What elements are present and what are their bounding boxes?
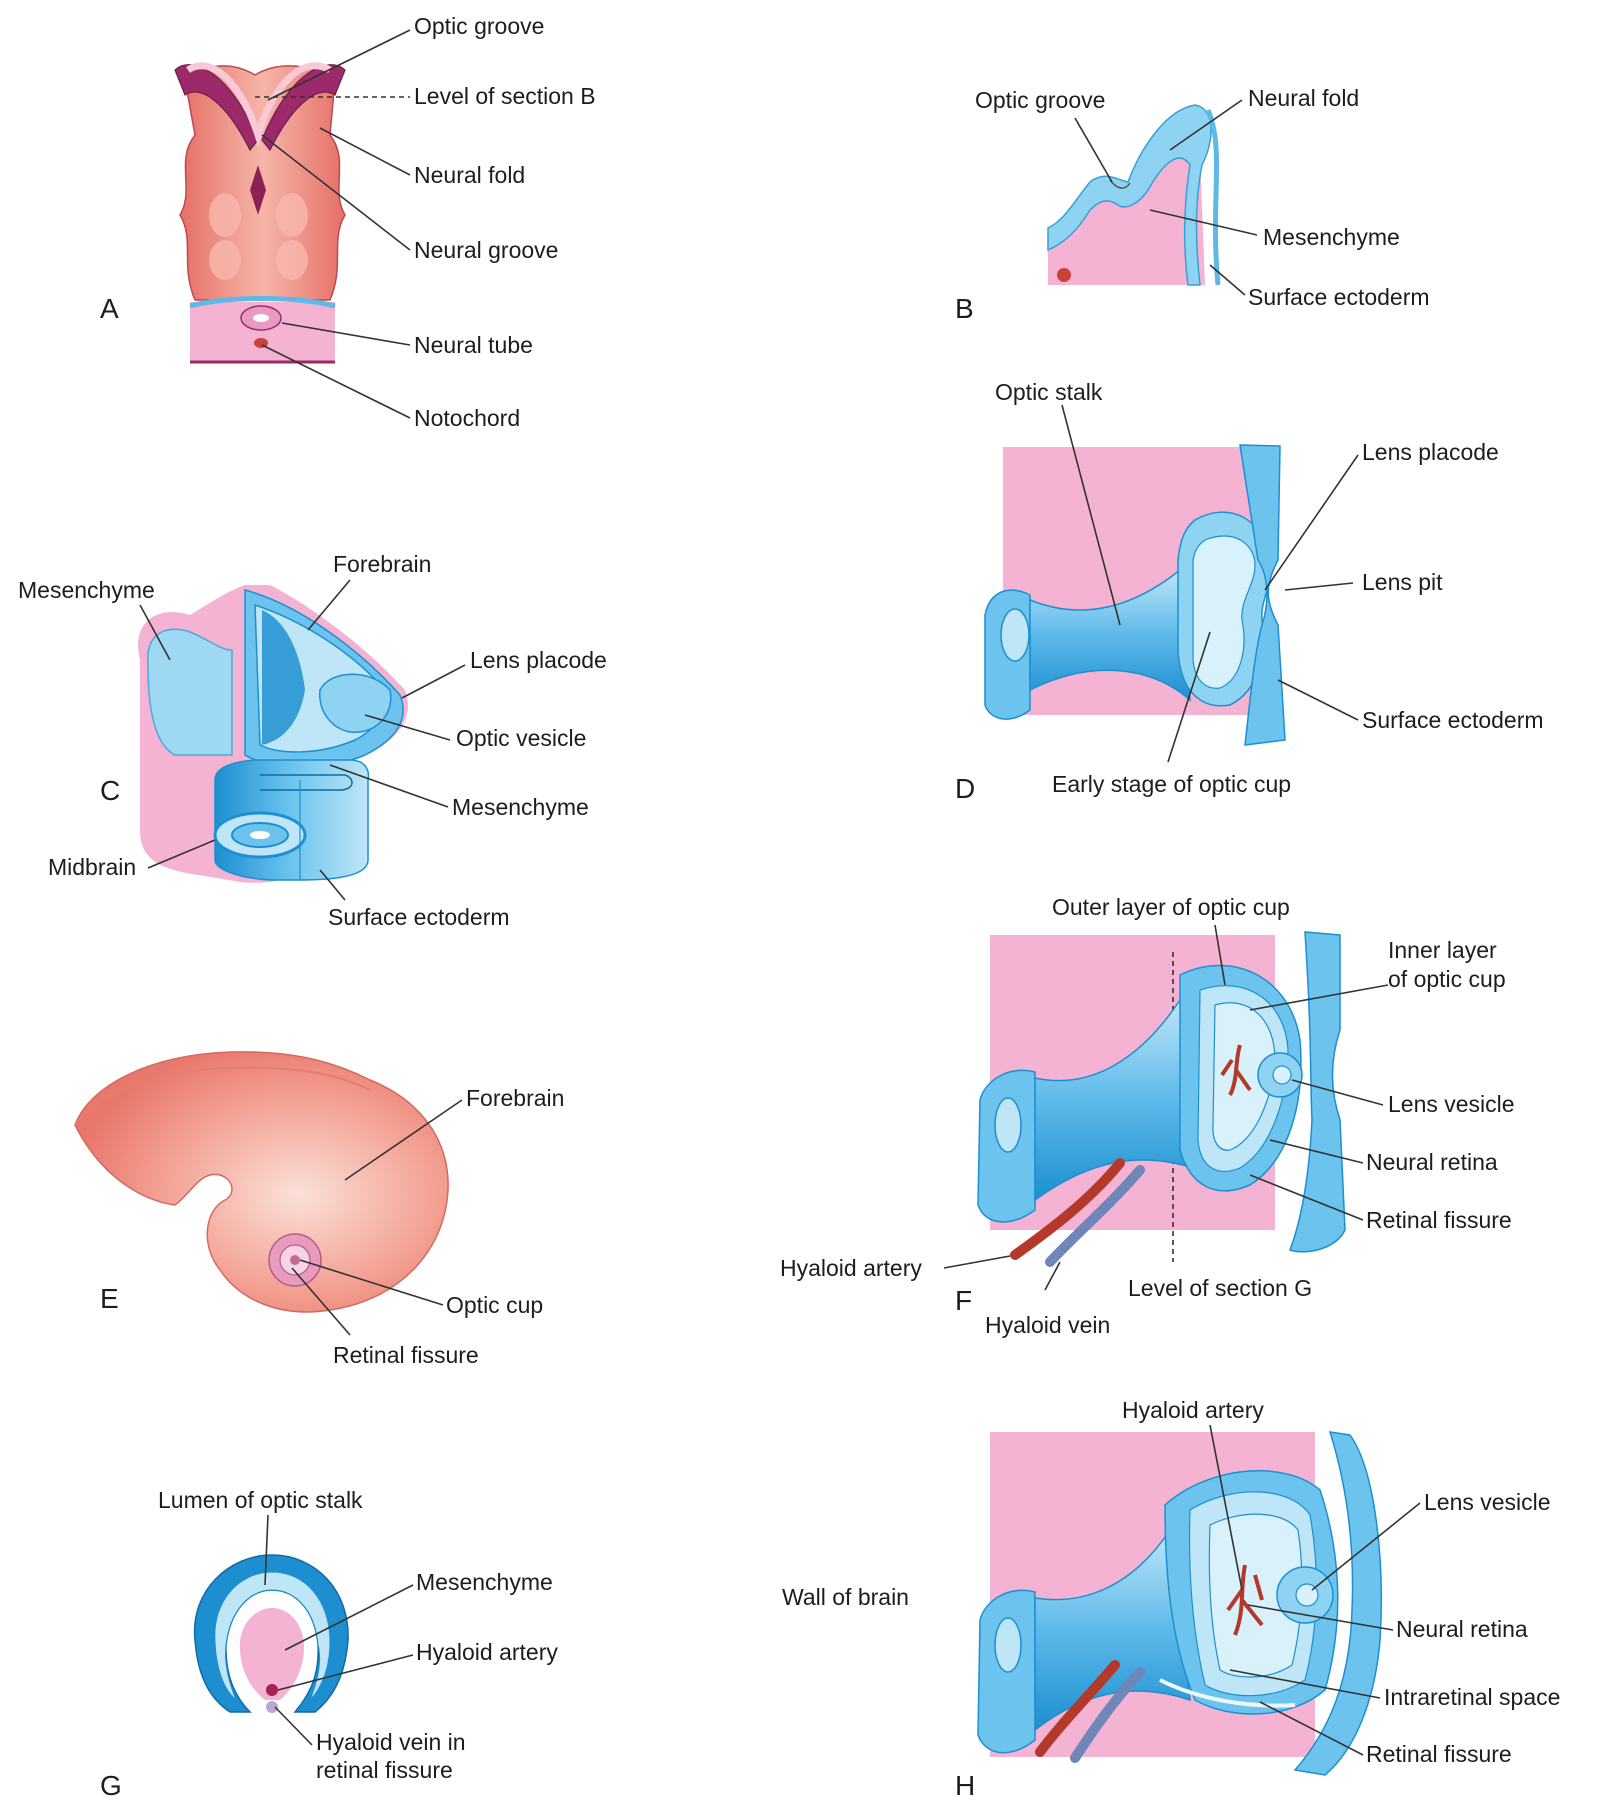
label-neural-tube: Neural tube — [414, 332, 533, 358]
label-hyaloid-vein-in: Hyaloid vein in — [316, 1729, 466, 1755]
label-lumen-optic-stalk: Lumen of optic stalk — [158, 1487, 363, 1513]
label-lens-placode-d: Lens placode — [1362, 439, 1499, 465]
label-retinal-fissure-e: Retinal fissure — [333, 1342, 479, 1368]
panel-letter-c: C — [100, 775, 120, 806]
label-mesenchyme: Mesenchyme — [1263, 224, 1400, 250]
label-optic-cup: Optic cup — [446, 1292, 543, 1318]
panel-c-leaders — [139, 579, 466, 901]
label-lens-placode-c: Lens placode — [470, 647, 607, 673]
label-retinal-fissure-h: Retinal fissure — [1366, 1741, 1512, 1767]
label-outer-layer-optic-cup: Outer layer of optic cup — [1052, 894, 1290, 920]
panel-f-leaders — [943, 924, 1389, 1291]
panel-letter-b: B — [955, 293, 974, 324]
panel-letter-d: D — [955, 773, 975, 804]
panel-h: Hyaloid artery Lens vesicle Wall of brai… — [782, 1397, 1560, 1801]
label-mesenchyme-c: Mesenchyme — [18, 577, 155, 603]
label-optic-vesicle: Optic vesicle — [456, 725, 586, 751]
label-early-optic-cup: Early stage of optic cup — [1052, 771, 1291, 797]
panel-a: Optic groove Level of section B Neural f… — [100, 13, 596, 431]
panel-e-leaders — [291, 1099, 463, 1336]
label-of-optic-cup: of optic cup — [1388, 966, 1506, 992]
label-mesenchyme-c2: Mesenchyme — [452, 794, 589, 820]
panel-letter-f: F — [955, 1285, 972, 1316]
panel-letter-a: A — [100, 293, 119, 324]
label-wall-of-brain: Wall of brain — [782, 1584, 909, 1610]
label-mesenchyme-g: Mesenchyme — [416, 1569, 553, 1595]
label-hyaloid-vein: Hyaloid vein — [985, 1312, 1110, 1338]
label-midbrain: Midbrain — [48, 854, 136, 880]
label-lens-vesicle-f: Lens vesicle — [1388, 1091, 1515, 1117]
label-neural-fold: Neural fold — [414, 162, 525, 188]
label-surface-ectoderm: Surface ectoderm — [1248, 284, 1430, 310]
panel-d-leaders — [1061, 404, 1359, 763]
label-level-of-section-g: Level of section G — [1128, 1275, 1312, 1301]
label-retinal-fissure-g: retinal fissure — [316, 1757, 453, 1783]
optic-stalk-illustration — [984, 444, 1286, 746]
panel-letter-e: E — [100, 1283, 119, 1314]
optic-cup-f-illustration — [977, 931, 1346, 1267]
label-optic-groove: Optic groove — [414, 13, 544, 39]
label-level-of-section-b: Level of section B — [414, 83, 596, 109]
panel-d: Optic stalk Lens placode Lens pit Surfac… — [955, 379, 1544, 804]
label-surface-ectoderm-d: Surface ectoderm — [1362, 707, 1544, 733]
panel-a-leaders — [255, 29, 411, 419]
label-notochord: Notochord — [414, 405, 520, 431]
panel-letter-h: H — [955, 1770, 975, 1801]
label-hyaloid-artery-h: Hyaloid artery — [1122, 1397, 1264, 1423]
forebrain-vesicle-illustration — [138, 585, 409, 883]
label-neural-retina-h: Neural retina — [1396, 1616, 1528, 1642]
label-hyaloid-artery-f: Hyaloid artery — [780, 1255, 922, 1281]
section-b-illustration — [1047, 104, 1221, 286]
panel-b-leaders — [1074, 99, 1258, 296]
panel-g-leaders — [264, 1514, 414, 1746]
panel-e: Forebrain Optic cup Retinal fissure E — [74, 1051, 564, 1368]
optic-stalk-section-illustration — [193, 1554, 349, 1713]
label-neural-groove: Neural groove — [414, 237, 558, 263]
label-surface-ectoderm-c: Surface ectoderm — [328, 904, 510, 930]
forebrain-embryo-illustration — [74, 1051, 449, 1313]
label-hyaloid-artery-g: Hyaloid artery — [416, 1639, 558, 1665]
label-inner-layer: Inner layer — [1388, 937, 1497, 963]
optic-cup-h-illustration — [977, 1431, 1382, 1776]
panel-g: Lumen of optic stalk Mesenchyme Hyaloid … — [100, 1487, 558, 1801]
label-neural-retina-f: Neural retina — [1366, 1149, 1498, 1175]
label-retinal-fissure-f: Retinal fissure — [1366, 1207, 1512, 1233]
label-lens-vesicle-h: Lens vesicle — [1424, 1489, 1551, 1515]
label-optic-groove: Optic groove — [975, 87, 1105, 113]
neural-plate-illustration — [174, 62, 346, 364]
label-intraretinal-space: Intraretinal space — [1384, 1684, 1560, 1710]
label-optic-stalk: Optic stalk — [995, 379, 1103, 405]
label-lens-pit: Lens pit — [1362, 569, 1443, 595]
panel-c: Mesenchyme Forebrain Lens placode Optic … — [18, 551, 607, 930]
label-forebrain-c: Forebrain — [333, 551, 431, 577]
label-forebrain-e: Forebrain — [466, 1085, 564, 1111]
panel-f: Outer layer of optic cup Inner layer of … — [780, 894, 1515, 1338]
panel-b: Optic groove Neural fold Mesenchyme Surf… — [955, 85, 1430, 324]
panel-h-leaders — [1209, 1424, 1421, 1756]
label-neural-fold: Neural fold — [1248, 85, 1359, 111]
panel-letter-g: G — [100, 1770, 122, 1801]
